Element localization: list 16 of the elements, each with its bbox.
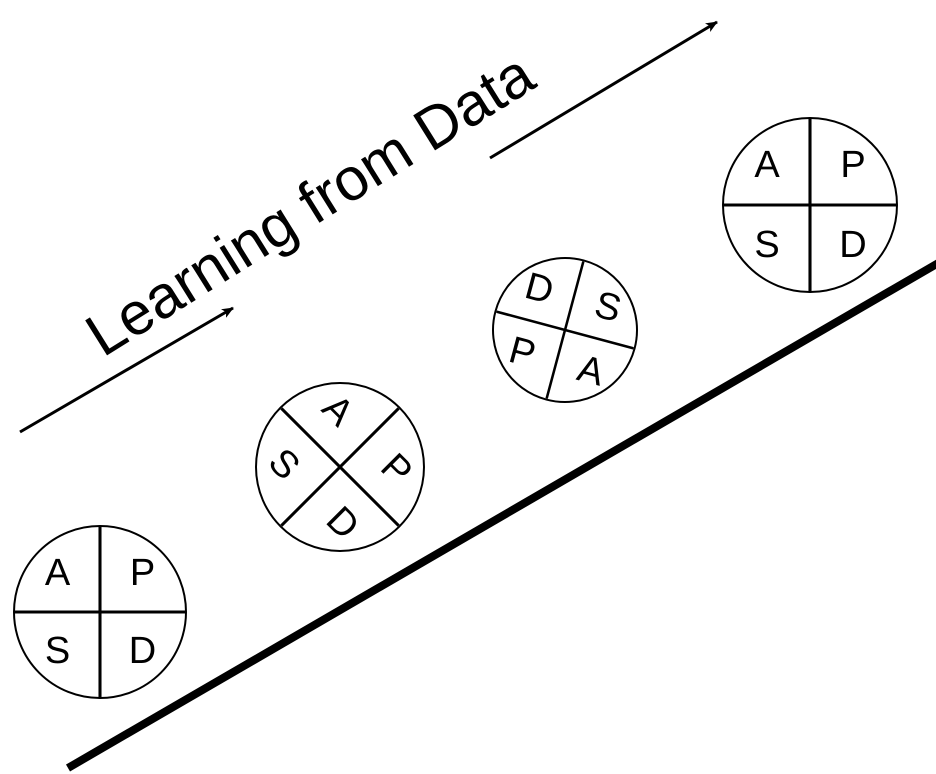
quadrant-letter: A (44, 554, 70, 592)
quadrant-letter: S (261, 442, 306, 488)
quadrant-letter: A (574, 349, 608, 392)
quadrant-letter: S (754, 226, 780, 264)
quadrant-letter: P (130, 554, 156, 592)
quadrant-letter: D (839, 226, 867, 264)
quadrant-letter: D (521, 267, 558, 312)
quadrant-letter: P (840, 146, 866, 184)
quadrant-letter: S (44, 632, 70, 670)
quadrant-letter: D (128, 632, 156, 670)
quadrant-letter: D (319, 500, 366, 546)
quadrant-letter: A (754, 146, 780, 184)
quadrant-letter: P (505, 330, 540, 374)
quadrant-letter: A (315, 388, 360, 434)
quadrant-letter: S (590, 286, 625, 330)
quadrant-letter: P (374, 446, 419, 492)
